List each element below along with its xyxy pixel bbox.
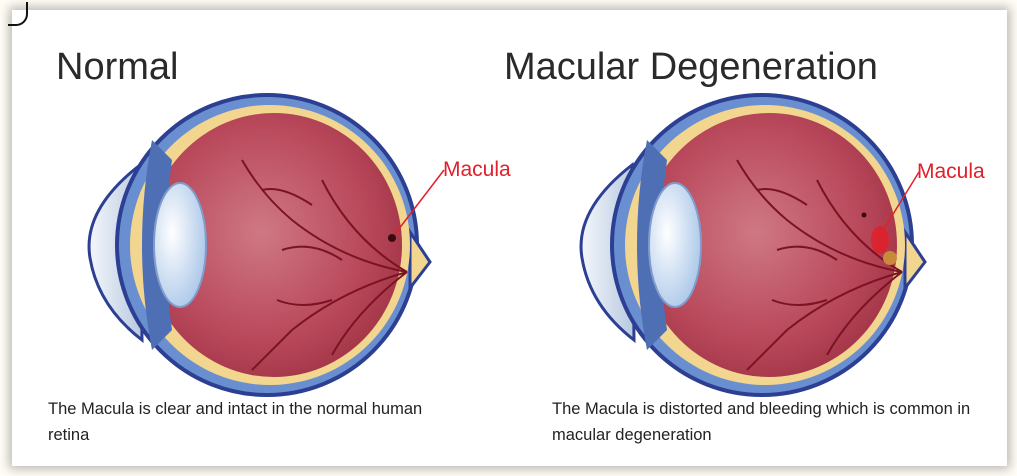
macula-label-normal: Macula <box>443 158 511 182</box>
lens <box>154 183 206 307</box>
optic-nerve <box>905 232 925 288</box>
bleeding-spot <box>871 226 889 254</box>
degeneration-caption: The Macula is distorted and bleeding whi… <box>552 396 1012 448</box>
lens <box>649 183 701 307</box>
macula-label-degenerated: Macula <box>917 160 985 184</box>
diagram-card: Normal Macular Degeneration <box>12 10 1007 466</box>
hemorrhage-dot <box>862 213 867 218</box>
normal-eye <box>89 95 444 395</box>
degenerated-eye <box>581 95 925 395</box>
normal-caption: The Macula is clear and intact in the no… <box>48 396 428 448</box>
optic-nerve <box>410 232 430 288</box>
distorted-macula <box>883 251 897 265</box>
macula-spot <box>388 234 396 242</box>
